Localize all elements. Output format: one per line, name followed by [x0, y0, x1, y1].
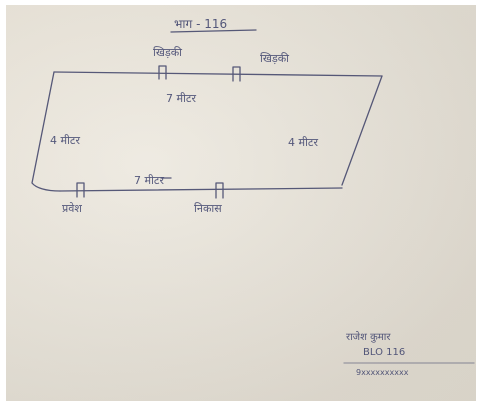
photo-of-hand-drawn-sketch: भाग - 116 खिड़की खिड़की 7 मीटर 4 मीटर 4 …: [6, 5, 476, 401]
door-marker-bottom-left: [76, 182, 85, 198]
window-label-top-left: खिड़की: [153, 46, 183, 59]
door-label-bottom-left: प्रवेश: [62, 202, 82, 215]
top-dimension-label: 7 मीटर: [166, 92, 196, 105]
room-outline-drawing: [31, 29, 475, 364]
bottom-dimension-label: 7 मीटर: [134, 174, 164, 187]
door-label-bottom-mid: निकास: [194, 202, 222, 215]
right-wall: [341, 75, 383, 186]
door-marker-bottom-mid: [215, 182, 224, 199]
top-wall: [53, 71, 383, 77]
sketch-title: भाग - 116: [174, 17, 228, 31]
signature-designation: BLO 116: [363, 347, 406, 358]
bottom-wall: [59, 187, 343, 192]
title-underline: [170, 29, 257, 33]
left-wall: [31, 71, 61, 192]
window-marker-top-left: [158, 65, 167, 80]
window-marker-top-right: [232, 66, 241, 82]
right-dimension-label: 4 मीटर: [288, 136, 318, 149]
signature-phone: 9xxxxxxxxxx: [356, 368, 409, 377]
signature-name: राजेश कुमार: [346, 332, 391, 343]
window-label-top-right: खिड़की: [260, 52, 290, 65]
left-dimension-label: 4 मीटर: [50, 134, 80, 147]
